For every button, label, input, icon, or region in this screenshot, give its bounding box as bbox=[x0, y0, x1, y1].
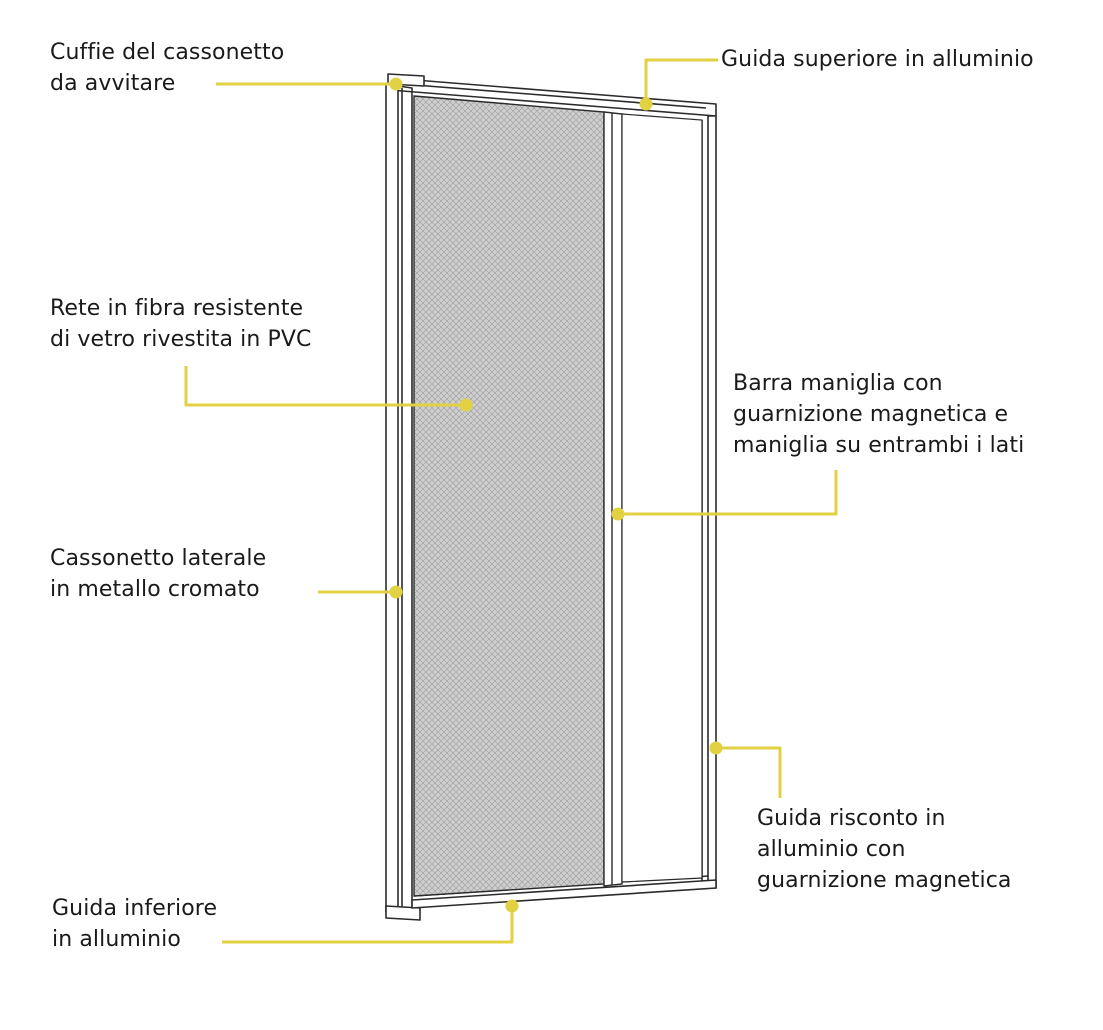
top-rail-label: Guida superiore in alluminio bbox=[721, 44, 1034, 75]
handle-bar bbox=[603, 111, 623, 887]
side-box-dot bbox=[389, 585, 403, 599]
striker-rail-dot bbox=[709, 741, 723, 755]
leader-dots bbox=[389, 77, 723, 913]
handle-bar-dot bbox=[611, 507, 625, 521]
mesh-panel bbox=[413, 95, 605, 897]
top-rail-dot bbox=[639, 97, 653, 111]
bottom-rail-dot bbox=[505, 899, 519, 913]
leader-lines bbox=[184, 58, 838, 944]
mesh-dot bbox=[459, 398, 473, 412]
mesh-label-line2: di vetro rivestita in PVC bbox=[50, 327, 312, 352]
striker-rail-label-line3: guarnizione magnetica bbox=[757, 868, 1012, 893]
side-box-label-line1: Cassonetto laterale bbox=[50, 546, 267, 571]
side-box-label-line2: in metallo cromato bbox=[50, 577, 260, 602]
handle-bar-label: Barra maniglia con guarnizione magnetica… bbox=[733, 368, 1024, 461]
bottom-cap bbox=[385, 905, 421, 921]
mesh-label-line1: Rete in fibra resistente bbox=[50, 296, 304, 321]
handle-bar-label-line1: Barra maniglia con bbox=[733, 371, 943, 396]
caps-dot bbox=[389, 77, 403, 91]
bottom-rail-label: Guida inferiore in alluminio bbox=[52, 893, 217, 955]
striker-rail-label-line1: Guida risconto in bbox=[757, 806, 946, 831]
mesh-label: Rete in fibra resistente di vetro rivest… bbox=[50, 293, 312, 355]
striker-rail bbox=[707, 115, 717, 889]
handle-bar-label-line3: maniglia su entrambi i lati bbox=[733, 433, 1025, 458]
caps-label-line1: Cuffie del cassonetto bbox=[50, 40, 285, 65]
caps-label-line2: da avvitare bbox=[50, 71, 176, 96]
top-rail-label-line1: Guida superiore in alluminio bbox=[721, 47, 1034, 72]
open-area bbox=[621, 113, 703, 883]
striker-rail-label-line2: alluminio con bbox=[757, 837, 906, 862]
side-box-label: Cassonetto laterale in metallo cromato bbox=[50, 543, 266, 605]
striker-rail-label: Guida risconto in alluminio con guarnizi… bbox=[757, 803, 1011, 896]
handle-bar-label-line2: guarnizione magnetica e bbox=[733, 402, 1009, 427]
side-box bbox=[385, 83, 399, 917]
bottom-rail bbox=[411, 879, 717, 909]
door-frame bbox=[385, 73, 717, 921]
bottom-rail-label-line2: in alluminio bbox=[52, 927, 181, 952]
bottom-rail-label-line1: Guida inferiore bbox=[52, 896, 218, 921]
caps-label: Cuffie del cassonetto da avvitare bbox=[50, 37, 284, 99]
